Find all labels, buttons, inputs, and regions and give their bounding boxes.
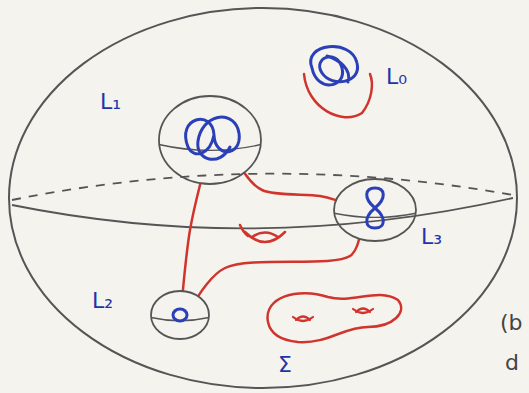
cut-off-note: (b	[500, 312, 523, 334]
cut-off-note: d	[505, 352, 519, 374]
ball-outline	[9, 8, 517, 388]
equator-front	[12, 198, 513, 228]
handle-symbol	[240, 225, 285, 242]
node-outline	[258, 282, 408, 348]
knot-strand	[268, 293, 402, 342]
node-outline	[333, 178, 417, 242]
knot-strand	[186, 117, 240, 159]
arc-connector	[245, 173, 335, 199]
knot-region: L₀	[282, 38, 382, 128]
node-outline	[150, 290, 210, 340]
knot-strand	[293, 309, 373, 322]
ball-equator	[334, 213, 416, 217]
node-outline	[158, 95, 262, 185]
link-label: L₀	[386, 66, 407, 88]
knot-ball: L₁	[158, 95, 262, 185]
knot-strand	[173, 309, 187, 321]
knot-strand	[367, 188, 384, 228]
link-label: L₁	[100, 91, 121, 113]
ball-boundary	[159, 96, 261, 184]
knot-ball: L₃	[333, 178, 417, 242]
ball-boundary	[151, 291, 209, 339]
knot-ball: L₂	[150, 290, 210, 340]
surface-region: Σ	[258, 282, 408, 348]
link-label: Σ	[278, 354, 292, 376]
equator-back	[12, 174, 513, 200]
arc-connector	[183, 184, 200, 290]
arc-connector	[199, 240, 359, 296]
link-label: L₂	[92, 290, 113, 312]
link-label: L₃	[421, 226, 442, 248]
ball-boundary	[334, 179, 416, 241]
knot-strand	[311, 47, 358, 85]
node-outline	[282, 38, 382, 128]
